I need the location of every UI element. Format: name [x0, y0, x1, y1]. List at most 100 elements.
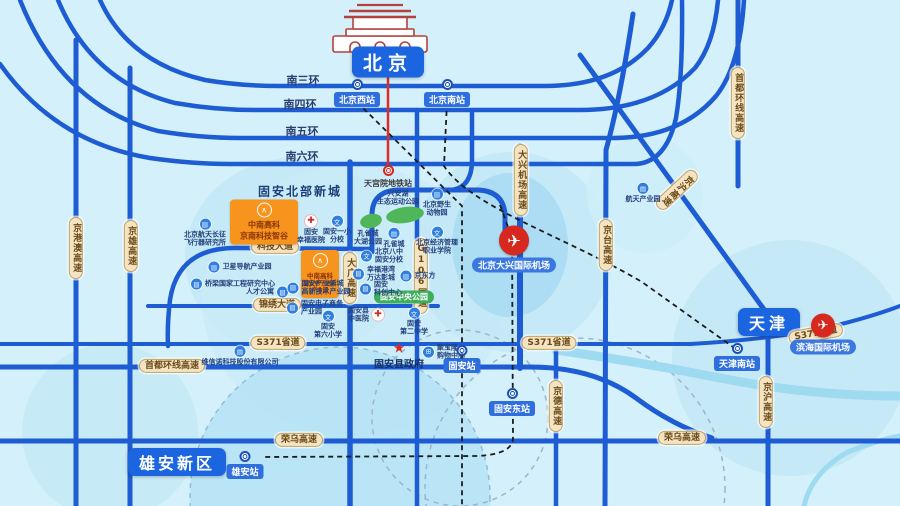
- building-icon: ▤: [199, 218, 211, 230]
- poi-xingfu-hospital-label: 固安幸福医院: [297, 228, 325, 245]
- guan-county-gov-label: 固安县政府: [374, 359, 424, 371]
- poi-industry-newcity-line: 固安产业新城: [301, 279, 344, 288]
- project-box-jingnan-subname: 京南科技智谷: [240, 231, 288, 241]
- poi-jubaolong-mall-label: 聚宝隆购物中心: [437, 344, 465, 361]
- airport-binhai-pill: 滨海国际机场: [789, 339, 857, 355]
- building-icon: ▤: [637, 182, 649, 194]
- poi-satnav-park: ▤卫星导航产业园: [208, 261, 272, 273]
- poi-yixiao-branch-label: 固安一小分校: [323, 228, 351, 245]
- poi-visionox: ▤维信诺科技股份有限公司: [202, 345, 279, 366]
- hw-daxing-airport: 大兴机场高速: [513, 144, 529, 216]
- train-station-icon: [456, 345, 468, 356]
- developer-logo-icon: ∧: [256, 202, 272, 218]
- ring-3: 南三环: [286, 74, 320, 87]
- building-icon: ▤: [353, 268, 364, 280]
- hw-rongwu-east: 荣乌高速: [657, 430, 707, 446]
- poi-xinganhu-park-line: 兴安湖: [387, 189, 409, 198]
- poi-bj-econ-college-line: 北京经济管理: [416, 238, 458, 247]
- cart-icon: ⊞: [423, 346, 434, 358]
- ring-4: 南四环: [283, 98, 317, 111]
- xiongan-badge: 雄安新区: [127, 448, 227, 476]
- poi-tcm-hospital-line: 固安县: [348, 306, 369, 315]
- building-icon: ▤: [191, 278, 202, 290]
- poi-yixiao-branch: 文固安一小分校: [323, 215, 351, 245]
- poi-xinganhu-park: 兴安湖生态运动公园: [377, 190, 419, 207]
- rail-west-guan: [356, 101, 463, 506]
- rail-airport-xiongan: [261, 204, 514, 458]
- poi-bj-wildlife-park-line: 北京野生: [423, 200, 451, 209]
- poi-visionox-line: 维信诺科技股份有限公司: [201, 357, 279, 366]
- poi-jubaolong-mall-line: 购物中心: [437, 352, 465, 360]
- park-blobs: [360, 206, 424, 229]
- poi-yixiao-branch-line: 分校: [330, 236, 344, 244]
- poi-industry-newcity-line: 高新技术产业园: [301, 288, 351, 296]
- poi-jubaolong-mall: ⊞聚宝隆购物中心: [423, 344, 465, 361]
- poi-kechuang-center-line: 固安: [374, 280, 388, 289]
- poi-xingfu-wanda: ▤幸福港湾万达影城: [353, 266, 395, 283]
- poi-ecommerce-park: ▤固安电子商务产业园: [287, 300, 343, 317]
- guan-county-gov: ★ 固安县政府: [374, 340, 424, 371]
- poi-talent-apartment: 人才公寓▤: [246, 286, 288, 298]
- beijing-badge: 北京: [351, 46, 425, 78]
- poi-yixiao-branch-line: 固安一小: [323, 227, 351, 236]
- poi-ecommerce-park-line: 固安电子商务: [301, 299, 343, 308]
- rail-south-tianjin: [443, 101, 734, 348]
- guan-central-park: 固安中央公园: [374, 290, 434, 304]
- poi-kechuang-center-label: 固安科创中心: [374, 281, 402, 298]
- station-guan: 固安站: [443, 345, 481, 373]
- park-spur-road: [449, 109, 475, 193]
- poi-changzheng-line: 北京航天长征: [184, 230, 226, 239]
- train-station-icon: [351, 79, 363, 90]
- poi-bridge-center: ▤桥梁国家工程研究中心: [191, 278, 275, 290]
- poi-xingfu-hospital-line: 固安: [304, 228, 318, 237]
- poi-boe: ▤京东方: [400, 270, 436, 282]
- poi-kongquecheng: ▤孔雀城: [384, 227, 405, 248]
- keji-avenue-road: [165, 245, 375, 349]
- station-guan-east: 固安东站: [488, 388, 536, 416]
- poi-kechuang-center-line: 科创中心: [374, 289, 402, 297]
- building-icon: ▤: [287, 282, 299, 294]
- poi-xingfu-wanda-line: 幸福港湾: [367, 265, 395, 274]
- poi-no2-middle-school: 文固安第二中学: [400, 307, 428, 337]
- ring6-road: [0, 0, 685, 167]
- poi-satnav-park-line: 卫星导航产业园: [222, 262, 272, 271]
- poi-industry-newcity-label: 固安产业新城高新技术产业园: [302, 280, 351, 297]
- train-station-icon: [239, 451, 251, 462]
- poi-no6-primary-school-line: 第六小学: [314, 331, 342, 339]
- poi-ecommerce-park-line: 产业园: [301, 308, 322, 316]
- metro-station-icon: [382, 165, 394, 176]
- station-tianjin-south: 天津南站: [713, 343, 761, 371]
- airport-binhai: ✈滨海国际机场: [789, 313, 857, 355]
- building-icon: ▤: [277, 286, 288, 298]
- poi-aerospace-park-label: 航天产业园: [626, 195, 661, 203]
- hw-s371-west: S371省道: [250, 335, 306, 351]
- station-beijing-south-pill: 北京南站: [423, 92, 471, 107]
- poi-bj-econ-college: 文北京经济管理职业学院: [416, 226, 458, 256]
- poi-visionox-label: 维信诺科技股份有限公司: [202, 358, 279, 366]
- poi-no6-primary-school-label: 固安第六小学: [314, 323, 342, 340]
- building-icon: ▤: [400, 270, 412, 282]
- poi-industry-newcity: ▤固安产业新城高新技术产业园: [287, 280, 351, 297]
- train-station-icon: [731, 343, 743, 354]
- poi-xingfu-wanda-line: 万达影城: [367, 274, 395, 282]
- ring-6: 南六环: [285, 150, 319, 163]
- station-xiongan: 雄安站: [226, 451, 264, 479]
- poi-tcm-hospital: 固安县中医院✚: [348, 307, 384, 324]
- tianjin-badge: 天津: [737, 308, 801, 336]
- poi-xinganhu-park-line: 生态运动公园: [377, 198, 419, 206]
- hw-capital-ring-v: 首都环线高速: [730, 67, 746, 139]
- poi-xingfu-hospital: ✚固安幸福医院: [297, 215, 325, 245]
- star-icon: ★: [392, 340, 406, 357]
- airport-daxing-pill: 北京大兴国际机场: [471, 257, 557, 273]
- poi-aerospace-park: ▤航天产业园: [626, 182, 661, 203]
- poi-bj-econ-college-label: 北京经济管理职业学院: [416, 239, 458, 256]
- hw-s371-mid: S371省道: [521, 335, 577, 351]
- poi-bj-no8-school: 文北京八中固安分校: [361, 248, 403, 265]
- station-guan-east-pill: 固安东站: [488, 401, 536, 416]
- wen-icon: 文: [431, 226, 443, 238]
- poi-changzheng: ▤北京航天长征飞行器研究所: [184, 218, 226, 248]
- poi-bridge-center-label: 桥梁国家工程研究中心: [205, 280, 275, 288]
- wen-icon: 文: [361, 250, 372, 262]
- rail-network: [261, 101, 734, 506]
